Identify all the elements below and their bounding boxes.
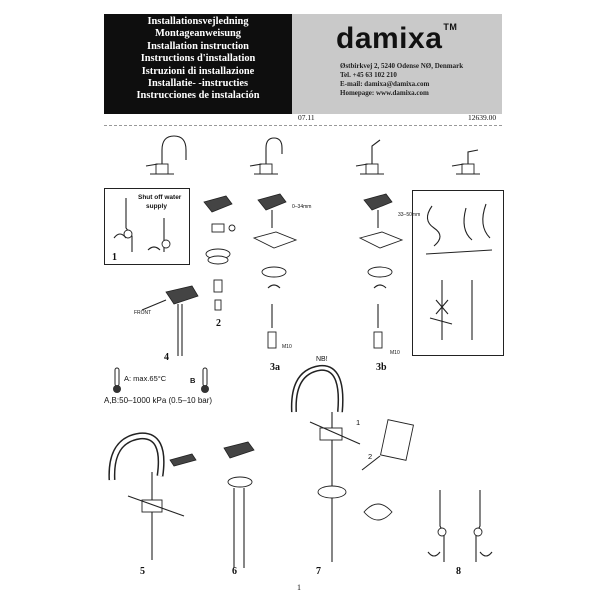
contact-info: Østbirkvej 2, 5240 Odense NØ, Denmark Te… (340, 62, 463, 98)
address: Østbirkvej 2, 5240 Odense NØ, Denmark (340, 62, 464, 70)
dim-3a-label: 0–34mm (292, 204, 312, 210)
thermometer-icon (113, 367, 121, 393)
doc-date: 07.11 (298, 113, 315, 122)
dim-3b-label: 33–50mm (398, 212, 421, 218)
step6-hoses-diagram (223, 441, 255, 568)
step3a-exploded-parts (252, 193, 298, 349)
temperature-label: A: max.65°C (124, 374, 167, 383)
title-en: Installation instruction (147, 40, 249, 52)
supply-label: supply (146, 203, 167, 210)
front-label: FRONT (134, 310, 152, 316)
faucet-variant-4-icon (451, 149, 480, 175)
phone: Tel. +45 63 102 210 (340, 71, 397, 79)
page-number: 1 (297, 583, 301, 592)
title-es: Instrucciones de instalación (136, 90, 260, 102)
thermometer-b-icon (201, 367, 209, 393)
title-de: Montageanweisung (154, 28, 242, 40)
title-it: Istruzioni di installazione (141, 65, 255, 77)
title-nl: Installatie- -instructies (147, 78, 249, 90)
title-fr: Instructions d'installation (140, 53, 256, 65)
homepage: Homepage: www.damixa.com (340, 89, 429, 97)
brand-panel (292, 14, 502, 114)
step2-exploded-parts (203, 195, 236, 311)
step-number-6: 6 (232, 566, 237, 577)
step-number-1: 1 (112, 252, 117, 263)
m10-3a-label: M10 (282, 344, 292, 350)
brand-logo: damixaTM (336, 22, 458, 55)
temp-b-label: B (190, 376, 196, 385)
faucet-variant-2-icon (249, 137, 283, 175)
step4-mounting-diagram (141, 285, 199, 356)
pressure-label: A,B:50–1000 kPa (0.5–10 bar) (104, 396, 213, 405)
step-number-5: 5 (140, 566, 145, 577)
shutoff-label: Shut off water (138, 194, 182, 201)
email: E-mail: damixa@damixa.com (340, 80, 430, 88)
doc-code: 12639.00 (468, 113, 497, 122)
title-block: Installationsvejledning Montageanweisung… (104, 14, 292, 114)
step-number-3a: 3a (270, 362, 280, 373)
step7-callout-1: 1 (356, 418, 361, 427)
step-number-8: 8 (456, 566, 461, 577)
step-number-4: 4 (164, 352, 169, 363)
step-number-3b: 3b (376, 362, 387, 373)
step1-shutoff-diagram (104, 188, 190, 265)
nb-label: NB! (316, 356, 328, 363)
step-number-2: 2 (216, 318, 221, 329)
step8-valve-diagram (427, 490, 493, 562)
step-number-7: 7 (316, 566, 321, 577)
step7-install-diagram (290, 364, 414, 562)
divider (104, 125, 502, 126)
step5-faucet-diagram (108, 432, 197, 560)
step3b-exploded-parts (358, 193, 404, 349)
step7-callout-2: 2 (368, 452, 373, 461)
hose-handling-box (412, 190, 504, 356)
m10-3b-label: M10 (390, 350, 400, 356)
title-da: Installationsvejledning (147, 16, 249, 27)
faucet-variant-1-icon (145, 135, 187, 175)
faucet-variant-3-icon (355, 139, 384, 175)
